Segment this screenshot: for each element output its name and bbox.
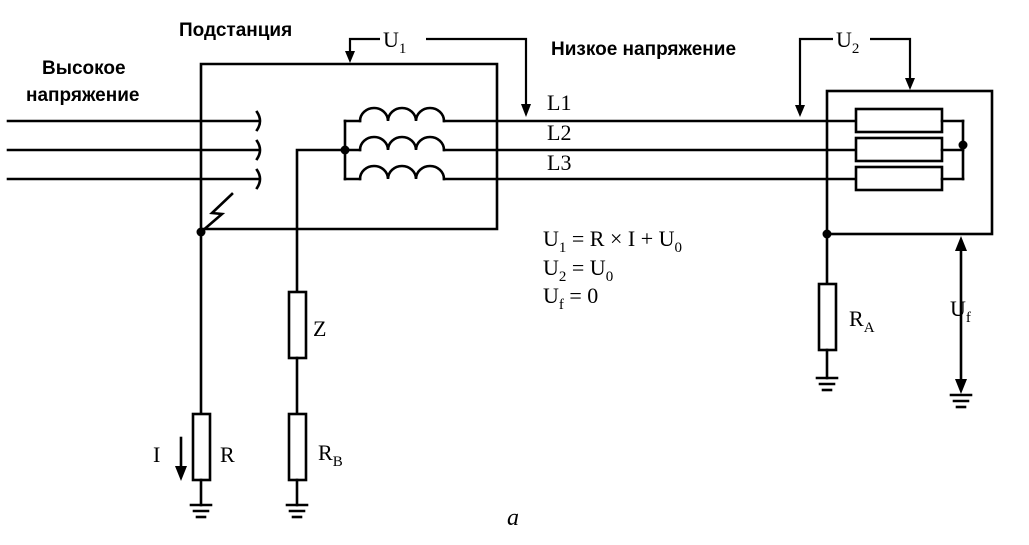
u1-bracket (345, 37, 531, 117)
substation-label: Подстанция (179, 20, 292, 41)
lv-lines (442, 119, 858, 181)
ra-label: RA (849, 306, 875, 336)
load-elements (854, 107, 965, 192)
current-i-label: I (153, 442, 160, 467)
equation-line: Uf = 0 (543, 283, 598, 313)
load-star-dot (958, 140, 968, 150)
line-l1-label: L1 (547, 90, 571, 115)
figure-caption: a (507, 505, 519, 531)
current-arrow-icon (175, 436, 187, 481)
resistor-rb (287, 412, 308, 482)
equation-line: U2 = U0 (543, 255, 613, 285)
u2-bracket (795, 37, 915, 117)
resistor-ra (817, 282, 838, 352)
uf-label: Uf (950, 296, 971, 326)
line-l2-label: L2 (547, 120, 571, 145)
line-l3-label: L3 (547, 150, 571, 175)
low-voltage-label: Низкое напряжение (551, 39, 736, 60)
r-label: R (220, 442, 235, 467)
equations: U1 = R × I + U0 U2 = U0 Uf = 0 (543, 226, 682, 313)
u2-label: U2 (836, 27, 859, 57)
transformer-windings (343, 106, 446, 181)
z-label: Z (313, 316, 326, 341)
ground-icon (815, 376, 839, 392)
ground-icon (189, 503, 213, 519)
hv-incoming-lines (6, 110, 262, 190)
resistor-r (191, 412, 212, 482)
ground-icon (285, 503, 309, 519)
equation-line: U1 = R × I + U0 (543, 226, 682, 256)
u1-label: U1 (383, 27, 406, 57)
neutral-wire (295, 148, 347, 294)
impedance-z (287, 290, 308, 360)
fault-lightning-icon (199, 192, 234, 234)
equipment-enclosure (825, 89, 994, 236)
rb-label: RB (318, 440, 343, 470)
high-voltage-label-line2: напряжение (26, 85, 139, 106)
high-voltage-label-line1: Высокое (42, 58, 126, 79)
uf-arrow-icon (949, 236, 973, 409)
